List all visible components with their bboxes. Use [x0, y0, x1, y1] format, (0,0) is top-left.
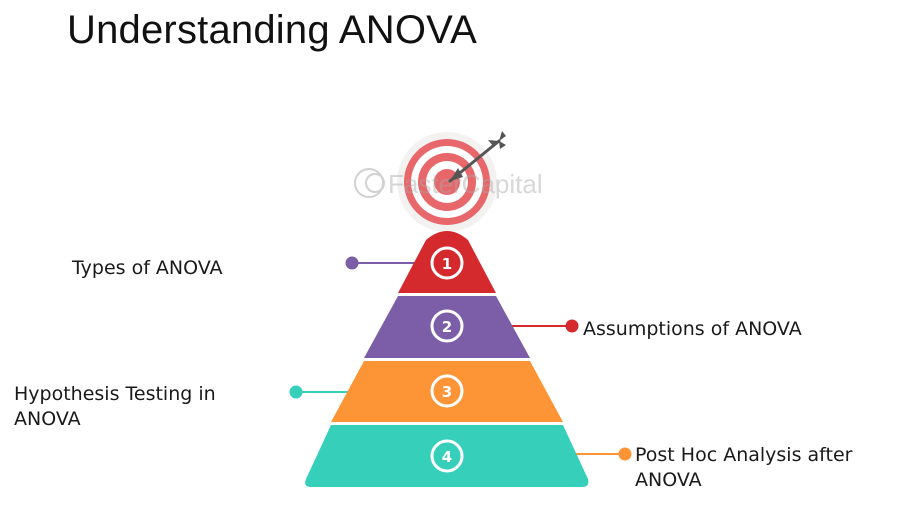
level-badge-4: 4 — [430, 439, 464, 473]
connector-2 — [511, 319, 579, 333]
watermark-text: FasterCapital — [388, 169, 543, 199]
pyramid-tier-1 — [398, 231, 496, 293]
level-label-3: Hypothesis Testing in ANOVA — [14, 383, 216, 430]
pyramid-tier-4 — [305, 425, 589, 487]
level-badge-1: 1 — [430, 246, 464, 280]
level-number-4: 4 — [442, 448, 452, 466]
connector-1 — [345, 256, 418, 270]
watermark-logo: FasterCapital — [354, 168, 543, 199]
connector-4 — [574, 447, 632, 461]
level-number-3: 3 — [442, 383, 452, 401]
level-label-2: Assumptions of ANOVA — [583, 318, 802, 340]
page-title: Understanding ANOVA — [67, 8, 477, 52]
level-label-4: Post Hoc Analysis after ANOVA — [635, 444, 853, 491]
level-label-1: Types of ANOVA — [72, 257, 223, 279]
arrow-icon — [448, 131, 506, 183]
pyramid-tier-2 — [364, 296, 530, 358]
connector-3 — [289, 385, 350, 399]
level-badge-2: 2 — [430, 309, 464, 343]
target-icon — [404, 139, 490, 225]
pyramid-tier-3 — [331, 361, 563, 422]
level-badge-3: 3 — [430, 374, 464, 408]
level-number-2: 2 — [442, 318, 452, 336]
level-number-1: 1 — [442, 255, 452, 273]
